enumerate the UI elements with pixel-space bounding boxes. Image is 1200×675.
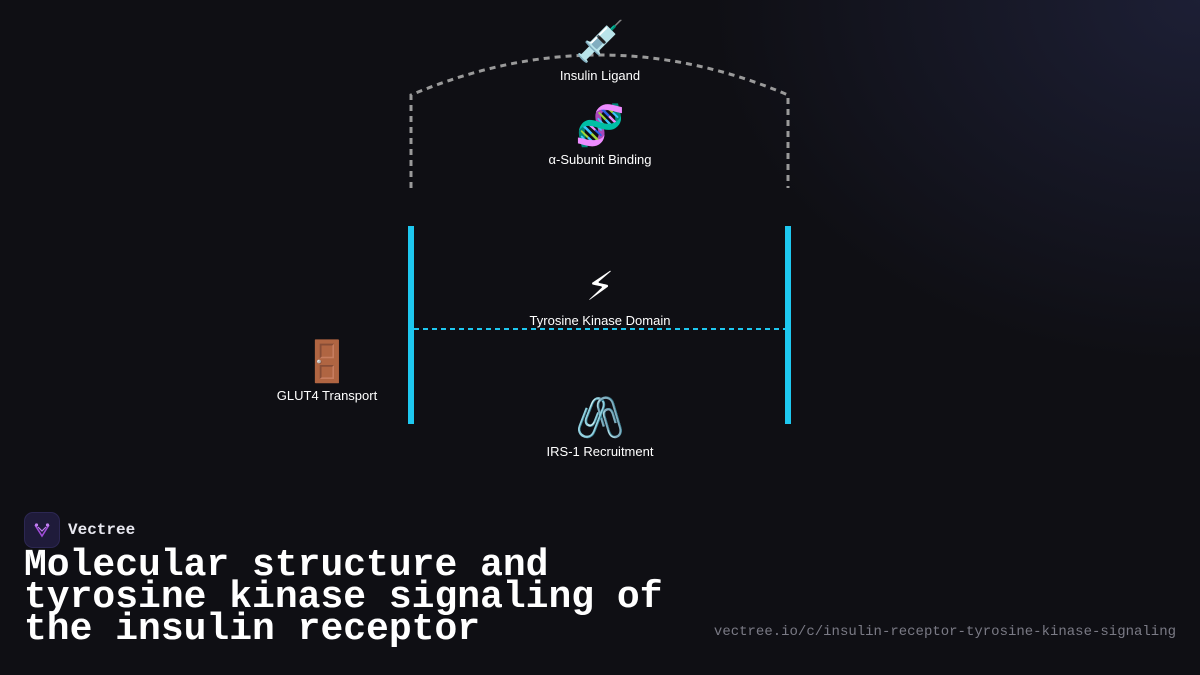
node-label: IRS-1 Recruitment xyxy=(546,444,654,459)
node-label: Tyrosine Kinase Domain xyxy=(529,313,671,328)
node-label: GLUT4 Transport xyxy=(276,388,378,403)
page-title: Molecular structure and tyrosine kinase … xyxy=(24,544,663,651)
node-label: Insulin Ligand xyxy=(559,68,641,83)
syringe-icon: 💉 xyxy=(575,19,625,65)
node-irs1: 🖇️ IRS-1 Recruitment xyxy=(547,394,654,460)
brand-name: Vectree xyxy=(68,521,136,539)
source-url[interactable]: vectree.io/c/insulin-receptor-tyrosine-k… xyxy=(713,624,1176,640)
paperclip-icon: 🖇️ xyxy=(575,395,625,441)
dna-icon: 🧬 xyxy=(575,103,625,149)
node-insulin-ligand: 💉 Insulin Ligand xyxy=(560,18,640,84)
door-icon: 🚪 xyxy=(302,339,352,385)
node-tyrosine-kinase: ⚡ Tyrosine Kinase Domain xyxy=(530,263,671,329)
extracellular-outline xyxy=(409,53,790,188)
vectree-logo-icon xyxy=(24,512,60,548)
node-glut4: 🚪 GLUT4 Transport xyxy=(277,338,377,404)
node-label: α-Subunit Binding xyxy=(548,152,652,167)
node-alpha-subunit: 🧬 α-Subunit Binding xyxy=(549,102,652,168)
lightning-icon: ⚡ xyxy=(585,264,615,310)
brand: Vectree xyxy=(24,512,135,548)
